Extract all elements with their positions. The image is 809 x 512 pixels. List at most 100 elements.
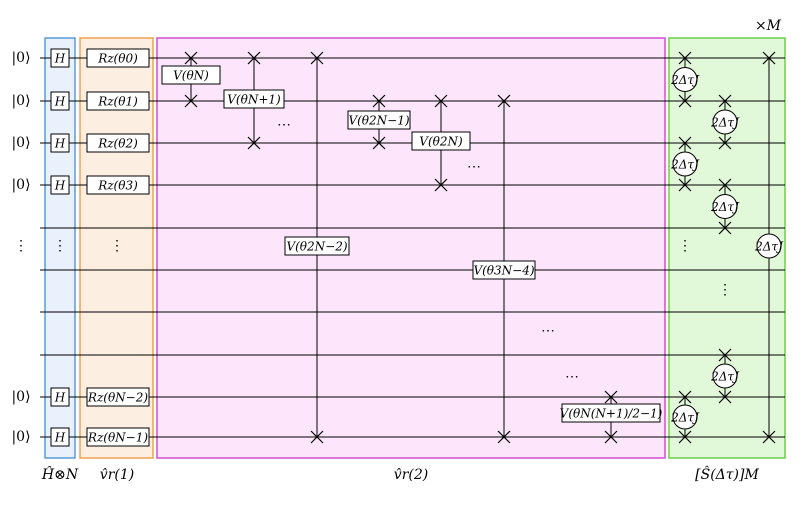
vdots-label: ⋮ (53, 238, 67, 254)
rz-gate (86, 387, 150, 407)
s-gate-label: 2ΔτJ (710, 200, 740, 214)
ellipsis-label: ⋯ (565, 369, 579, 385)
wire-layer (40, 57, 785, 438)
swap-cross (718, 390, 732, 404)
swap-cross (678, 390, 692, 404)
hadamard-gate-label: H (54, 95, 66, 109)
repeat-label: ×M (755, 18, 782, 34)
swap-cross (762, 430, 776, 444)
swap-cross (497, 430, 511, 444)
v-gate (561, 403, 661, 423)
v-gate (284, 236, 350, 256)
ket-zero-label: |0⟩ (11, 135, 30, 151)
s-layer-label: [Ŝ(Δτ)]M (695, 465, 759, 483)
swap-cross (718, 136, 732, 150)
swap-cross (604, 430, 618, 444)
hadamard-gate-label: H (54, 179, 66, 193)
ket-zero-label: |0⟩ (11, 50, 30, 66)
s-gate-label: 2ΔτJ (670, 73, 700, 87)
swap-cross (718, 221, 732, 235)
s-gate (672, 151, 698, 177)
rz-gate-label: Rz(θ3) (97, 179, 138, 193)
ket-zero-label: |0⟩ (11, 389, 30, 405)
swap-cross (372, 94, 386, 108)
v-gate-label: V(θN(N+1)/2−1) (560, 407, 663, 421)
ket-zero-label: |0⟩ (11, 177, 30, 193)
ket-zero-label: |0⟩ (11, 429, 30, 445)
s-gate-label: 2ΔτJ (710, 370, 740, 384)
swap-cross (310, 430, 324, 444)
swap-cross (372, 136, 386, 150)
swap-cross (678, 94, 692, 108)
hadamard-gate-label: H (54, 431, 66, 445)
s-gate (712, 363, 738, 389)
hadamard-gate (50, 133, 70, 153)
v-gate-label: V(θN) (173, 69, 209, 83)
v-gate (161, 65, 221, 85)
swap-cross (678, 178, 692, 192)
rz-gate-label: Rz(θ1) (97, 95, 138, 109)
s-gate-label: 2ΔτJ (670, 158, 700, 172)
hadamard-layer-label: Ĥ⊗N (41, 465, 79, 483)
rz-gate (86, 427, 150, 447)
rz-gate-label: Rz(θN−1) (87, 431, 148, 445)
swap-cross (718, 94, 732, 108)
rz-gate (86, 48, 150, 68)
v-gate-label: V(θ2N) (419, 135, 463, 149)
hadamard-gate-label: H (54, 391, 66, 405)
v-gate (472, 260, 536, 280)
vdots-label: ⋮ (678, 238, 692, 254)
s-gate (712, 109, 738, 135)
swap-cross (434, 178, 448, 192)
rz-gate (86, 91, 150, 111)
s-gate (712, 194, 738, 219)
hadamard-gate-label: H (54, 52, 66, 66)
s-gate (672, 67, 698, 92)
swap-cross (247, 136, 261, 150)
s-gate-label: 2ΔτJ (710, 116, 740, 130)
swap-cross (678, 51, 692, 65)
s-gate (672, 404, 698, 430)
hadamard-gate (50, 427, 70, 447)
s-gate-label: 2ΔτJ (754, 240, 784, 254)
swap-cross (678, 136, 692, 150)
ellipsis-label: ⋯ (277, 117, 291, 133)
ket-zero-label: |0⟩ (11, 93, 30, 109)
v-gate (347, 110, 411, 130)
rz-gate (86, 175, 150, 195)
swap-cross (604, 390, 618, 404)
rz-gate (86, 133, 150, 153)
v1-layer-label: v̂r(1) (100, 467, 134, 483)
ellipsis-label: ⋯ (467, 159, 481, 175)
hadamard-gate (50, 91, 70, 111)
v-gate-label: V(θ2N−2) (286, 240, 347, 254)
swap-cross (718, 348, 732, 362)
v-gate (223, 89, 285, 109)
hadamard-gate (50, 48, 70, 68)
swap-cross (678, 430, 692, 444)
v-gate-label: V(θN+1) (227, 93, 281, 107)
rz-gate-label: Rz(θ0) (97, 52, 138, 66)
hadamard-gate (50, 175, 70, 195)
v-gate (411, 131, 471, 151)
hadamard-gate (50, 387, 70, 407)
rz-gate-label: Rz(θN−2) (87, 391, 148, 405)
swap-cross (718, 178, 732, 192)
swap-cross (184, 51, 198, 65)
s-gate-label: 2ΔτJ (670, 411, 700, 425)
v2-layer-label: v̂r(2) (394, 467, 428, 483)
vdots-label: ⋮ (718, 282, 732, 298)
swap-cross (434, 94, 448, 108)
rz-gate-label: Rz(θ2) (97, 137, 138, 151)
swap-cross (184, 94, 198, 108)
gate-layer: H H H H H H Rz(θ0) Rz(θ1) Rz(θ2) Rz(θ3) Rz(θN−2) Rz… (50, 48, 784, 447)
vdots-label: ⋮ (110, 238, 124, 254)
s-gate (756, 233, 782, 259)
hadamard-gate-label: H (54, 137, 66, 151)
v-gate-label: V(θ2N−1) (348, 114, 409, 128)
vdots-label: ⋮ (14, 238, 28, 254)
swap-cross (497, 94, 511, 108)
swap-cross (762, 51, 776, 65)
